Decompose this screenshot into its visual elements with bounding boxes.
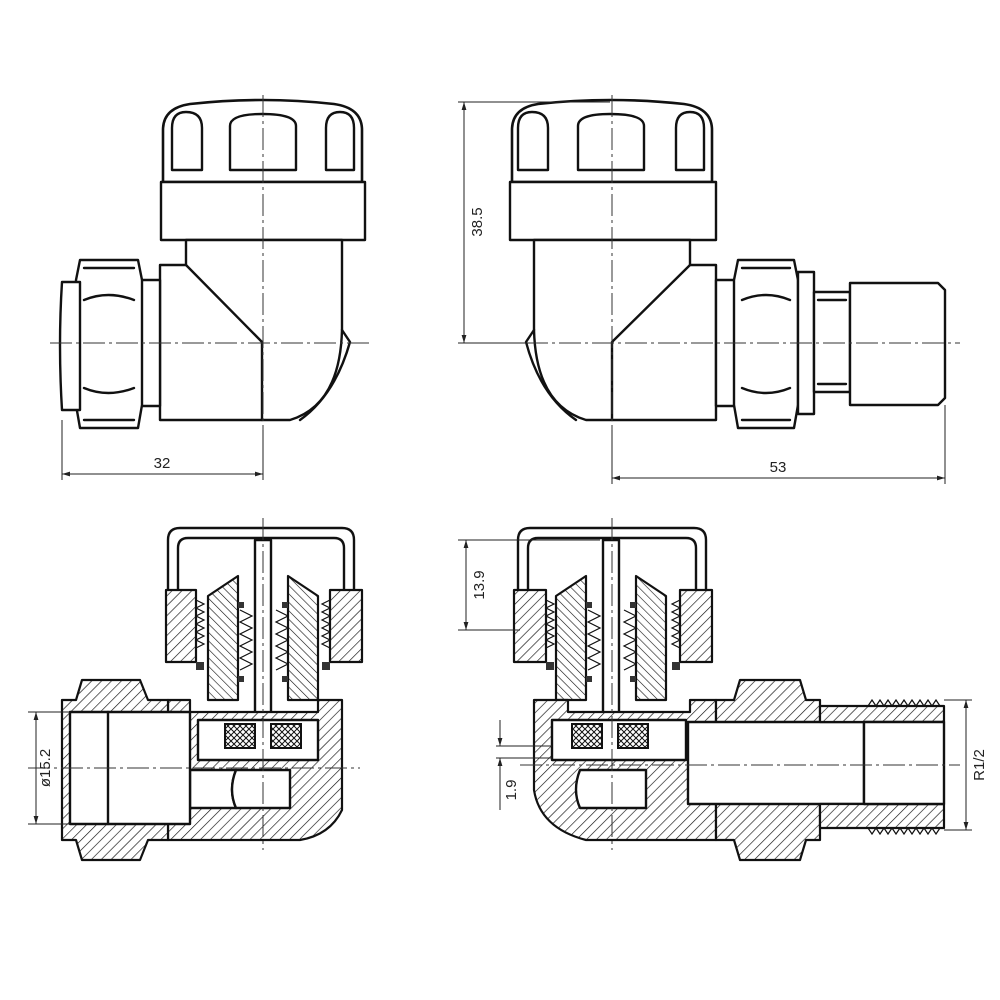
dimension-height-right: 38.5 — [469, 207, 486, 236]
elevation-right-view: 38.5 53 — [458, 95, 960, 484]
dimension-width-left: 32 — [154, 455, 171, 472]
seal-left-b — [571, 723, 603, 749]
dimension-pipe-diameter: ø15.2 — [37, 749, 54, 787]
elevation-left-view: 32 — [50, 95, 370, 480]
tail-connector-right — [848, 281, 947, 407]
valve-stem-right — [601, 538, 621, 722]
section-right-view: 13.9 1.9 R1/2 — [458, 518, 988, 862]
hex-nut-left — [74, 258, 144, 430]
olive-left — [58, 280, 82, 412]
dimension-thread: R1/2 — [971, 749, 988, 781]
hex-small-right — [812, 290, 852, 394]
section-left-view: ø15.2 — [28, 518, 364, 862]
cap-shell-left — [166, 526, 356, 592]
dimension-cap-height: 13.9 — [471, 570, 488, 599]
dimension-offset-small: 1.9 — [503, 780, 520, 801]
tail-bore-right — [686, 720, 866, 806]
collar-right — [508, 180, 718, 242]
seal-right-b — [617, 723, 649, 749]
hex-nut-right — [732, 258, 800, 430]
dimension-width-right: 53 — [770, 459, 787, 476]
